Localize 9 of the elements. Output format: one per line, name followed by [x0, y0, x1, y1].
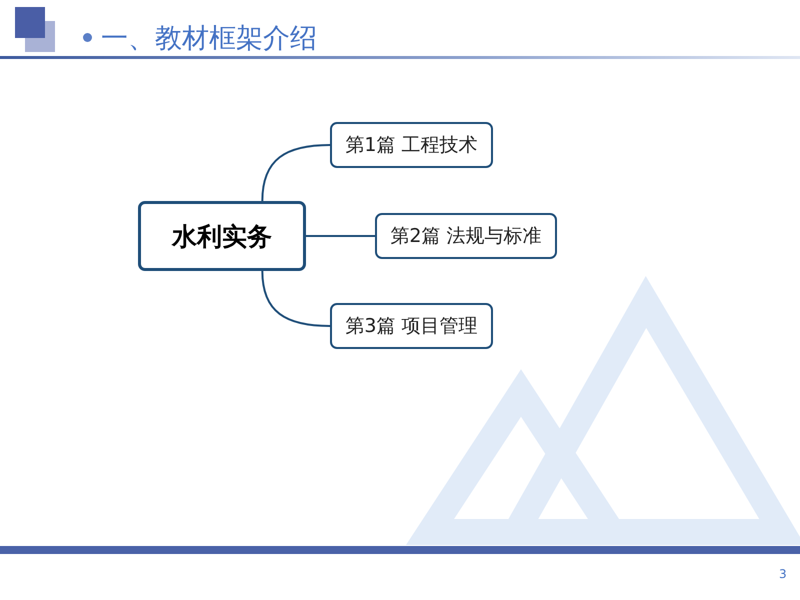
slide-title: 一、教材框架介绍 [101, 22, 317, 56]
central-topic-box: 水利实务 [138, 201, 306, 271]
subtopic-box: 第1篇 工程技术 [330, 122, 493, 168]
subtopic-box: 第2篇 法规与标准 [375, 213, 557, 259]
connector-line [261, 144, 330, 202]
connector-line [261, 270, 330, 327]
subtopic-box: 第3篇 项目管理 [330, 303, 493, 349]
connector-line [306, 235, 375, 237]
page-number: 3 [779, 566, 787, 582]
